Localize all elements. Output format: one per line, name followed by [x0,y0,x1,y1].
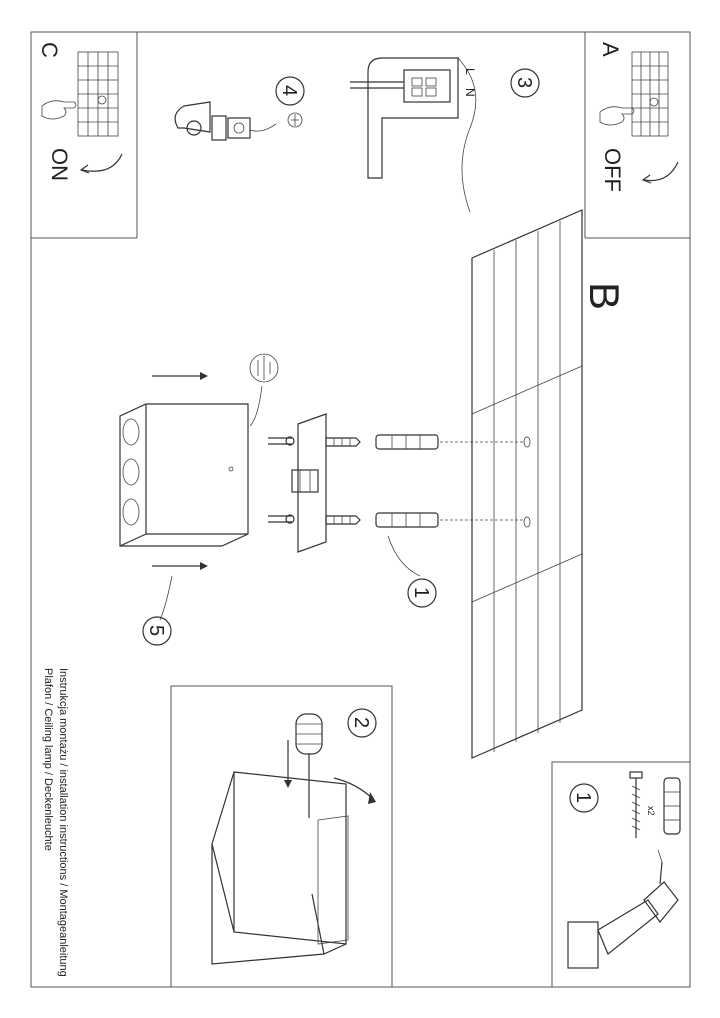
rotate-arrow-icon [81,153,123,172]
kit-panel: 1 x2 [567,771,681,969]
ceiling-edge [457,57,477,213]
breaker-panel-icon [631,51,669,137]
ceiling-junction-box [367,57,459,179]
light-bulb-icon [295,713,323,818]
panel-c-state: ON [47,148,72,181]
panel-a-letter: A [598,42,623,57]
breaker-panel-icon [77,51,119,137]
lamp-body [119,385,263,547]
step-3-number: 3 [513,77,535,88]
panel-c-letter: C [37,42,62,58]
caption-line-1: Instrukcja montażu / installation instru… [57,668,69,977]
wall-plug-icon [375,512,439,528]
wire-label-live: L [463,68,477,75]
wire-label-neutral: N [463,88,477,97]
rotate-arrow-icon [333,777,375,801]
panel-b-letter: B [581,282,628,310]
page-frame [30,31,691,988]
step-number-badge [275,76,305,106]
step-number-badge [510,68,540,98]
panel-c: C ON [37,42,123,181]
direction-arrow-icon [152,562,208,570]
rotate-arrow-icon [643,161,679,182]
hand-icon [599,106,635,126]
bracket-terminal [291,469,319,493]
ground-symbol-icon [249,353,279,383]
screw-icon [629,771,643,838]
step-2: 2 [211,708,377,965]
screw-icon [325,515,361,525]
step-3: L N 3 [350,57,540,213]
lamp-cube [233,771,347,945]
step-2-number: 2 [350,717,372,728]
bolt-icon [268,515,292,523]
rotate-arrow-head [79,164,90,174]
step-number-badge [347,708,377,738]
ceiling-panel: B [471,209,628,759]
kit-number: 1 [572,792,594,803]
drill-icon [567,849,679,969]
terminal-block-icon [403,69,451,103]
step-number-badge [407,578,437,608]
direction-arrow-icon [152,372,208,380]
rotate-arrow-head [641,174,652,184]
panel-a-state: OFF [600,148,625,192]
panel-kit [551,761,691,988]
step-1-number: 1 [410,587,432,598]
step-5-number: 5 [145,625,167,636]
ground-symbol-icon [287,112,303,128]
bolt-icon [268,437,292,445]
step-4-number: 4 [278,85,300,96]
screw-icon [325,437,361,447]
hand-icon [41,100,77,120]
mounting-assembly: 1 [268,413,524,608]
step-number-badge [142,616,172,646]
earth-clamp-icon [174,101,277,141]
kit-quantity: x2 [646,806,656,816]
panel-a: A OFF [598,42,679,192]
mounting-bracket [297,413,327,553]
wall-plug-icon [375,434,439,450]
wall-plug-icon [663,777,681,835]
panel-step-2 [170,685,393,988]
step-4: 4 [174,76,305,141]
step-number-badge [569,783,599,813]
caption-line-2: Plafon / Ceiling lamp / Deckenleuchte [42,668,54,851]
